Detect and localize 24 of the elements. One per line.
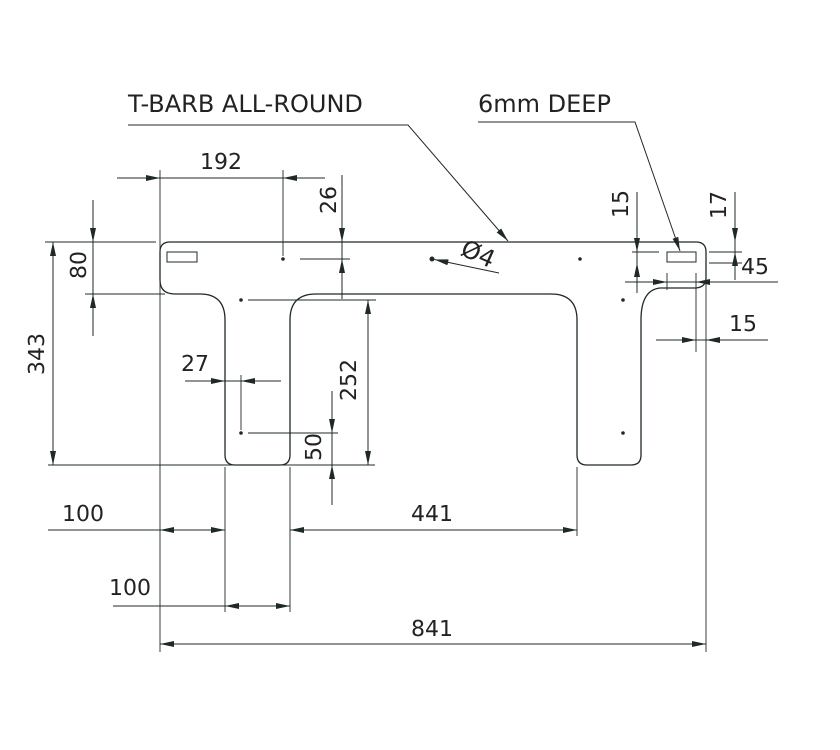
dimension-label: 17 [708, 191, 732, 219]
dimension-label: 45 [741, 256, 769, 280]
callout-text: 6mm DEEP [478, 90, 611, 118]
dimension-label: 841 [411, 618, 453, 642]
slot [666, 252, 696, 262]
hole-dot [430, 256, 434, 262]
callout-text: T-BARB ALL-ROUND [128, 90, 363, 118]
leader-line [128, 124, 508, 242]
dimension-label: 100 [62, 503, 104, 527]
dimension-label: 100 [109, 577, 151, 601]
dimension-label: 50 [303, 433, 327, 461]
dimension-label: 80 [68, 251, 92, 279]
leader-line [478, 122, 680, 252]
dimension-label: 192 [200, 151, 242, 175]
dimension-label: 441 [411, 503, 453, 527]
dimension-label: 343 [26, 333, 50, 375]
dimension-label: 15 [729, 313, 757, 337]
dimension-label: 252 [338, 359, 362, 401]
slot [166, 252, 198, 262]
leader-line [434, 259, 500, 274]
dimension-label: 15 [610, 190, 634, 218]
dimension-label: 26 [318, 186, 342, 214]
dimension-label: 27 [181, 353, 209, 377]
callout-text: Ø4 [456, 234, 500, 274]
